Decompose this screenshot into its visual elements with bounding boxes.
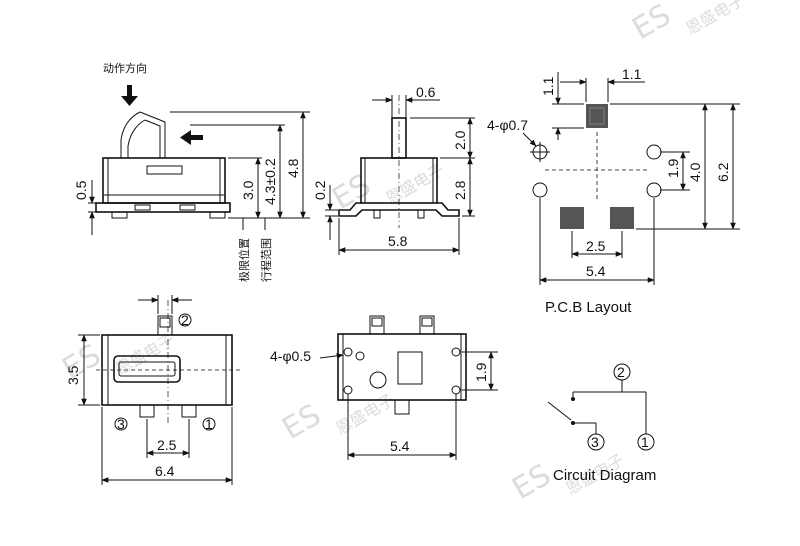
svg-text:ES: ES xyxy=(627,0,677,47)
pcb-pad-right xyxy=(610,207,634,229)
pcb-layout-caption: P.C.B Layout xyxy=(545,299,632,316)
svg-text:5.4: 5.4 xyxy=(586,263,606,279)
svg-text:1: 1 xyxy=(641,434,649,450)
svg-text:6.4: 6.4 xyxy=(155,463,175,479)
direction-label: 动作方向 xyxy=(103,61,147,75)
bottom-body xyxy=(337,333,467,401)
svg-text:0.2: 0.2 xyxy=(312,180,328,200)
pcb-pad-left xyxy=(560,207,584,229)
actuator-lever xyxy=(120,111,141,158)
svg-text:3.0: 3.0 xyxy=(240,180,256,200)
left-arrow-icon xyxy=(180,130,203,145)
svg-text:ES: ES xyxy=(277,398,327,447)
svg-text:4.8: 4.8 xyxy=(285,158,301,178)
pin-1-label: 1 xyxy=(205,416,213,432)
mount-hole xyxy=(343,347,353,357)
svg-text:2.8: 2.8 xyxy=(452,180,468,200)
svg-text:0.6: 0.6 xyxy=(416,84,436,100)
circuit-pin-1 xyxy=(637,433,655,451)
svg-text:1.1: 1.1 xyxy=(622,66,642,82)
svg-text:1.9: 1.9 xyxy=(473,362,489,382)
svg-text:2.0: 2.0 xyxy=(452,130,468,150)
svg-text:5.4: 5.4 xyxy=(390,438,410,454)
bottom-view: 4-φ0.5 1.9 5.4 xyxy=(270,315,498,460)
svg-text:4.0: 4.0 xyxy=(687,162,703,182)
circuit-diagram: 2 3 1 Circuit Diagram xyxy=(547,363,656,484)
svg-text:4-φ0.7: 4-φ0.7 xyxy=(487,117,528,133)
top-view: 2 3 1 3.5 2.5 6.4 xyxy=(65,295,240,485)
svg-text:3.5: 3.5 xyxy=(65,365,81,385)
svg-text:2.5: 2.5 xyxy=(157,437,177,453)
svg-text:4-φ0.5: 4-φ0.5 xyxy=(270,348,311,364)
pcb-layout: 1.1 1.1 4-φ0.7 1.9 4.0 6.2 2.5 5.4 P.C.B… xyxy=(487,66,740,316)
front-view: 0.6 2.0 2.8 0.2 5.8 xyxy=(312,84,475,255)
down-arrow-icon xyxy=(121,85,138,106)
circuit-diagram-caption: Circuit Diagram xyxy=(553,467,656,484)
pcb-pad-top xyxy=(586,104,608,128)
pin-3-label: 3 xyxy=(117,416,125,432)
watermark: ES 恩盛电子 ES 恩盛电子 ES 恩盛电子 ES 恩盛电子 ES 恩盛电子 xyxy=(57,0,748,507)
svg-text:0.5: 0.5 xyxy=(73,180,89,200)
side-view: 动作方向 0.5 xyxy=(73,61,310,282)
svg-text:5.8: 5.8 xyxy=(388,233,408,249)
svg-text:恩盛电子: 恩盛电子 xyxy=(683,0,748,38)
travel-range-label: 行程范围 xyxy=(259,238,273,282)
limit-position-label: 极限位置 xyxy=(237,238,251,282)
svg-text:2: 2 xyxy=(617,364,625,380)
svg-text:2.5: 2.5 xyxy=(586,238,606,254)
svg-text:4.3±0.2: 4.3±0.2 xyxy=(262,158,278,205)
svg-text:ES: ES xyxy=(507,458,557,507)
slider-window xyxy=(113,355,181,383)
svg-text:恩盛电子: 恩盛电子 xyxy=(333,390,398,438)
pin-2-label: 2 xyxy=(181,312,189,328)
svg-text:1.9: 1.9 xyxy=(665,158,681,178)
circuit-pin-3 xyxy=(587,433,605,451)
svg-text:3: 3 xyxy=(591,434,599,450)
switch-body xyxy=(102,157,226,204)
switch-contact xyxy=(547,401,572,421)
svg-text:6.2: 6.2 xyxy=(715,162,731,182)
svg-text:1.1: 1.1 xyxy=(540,76,556,96)
